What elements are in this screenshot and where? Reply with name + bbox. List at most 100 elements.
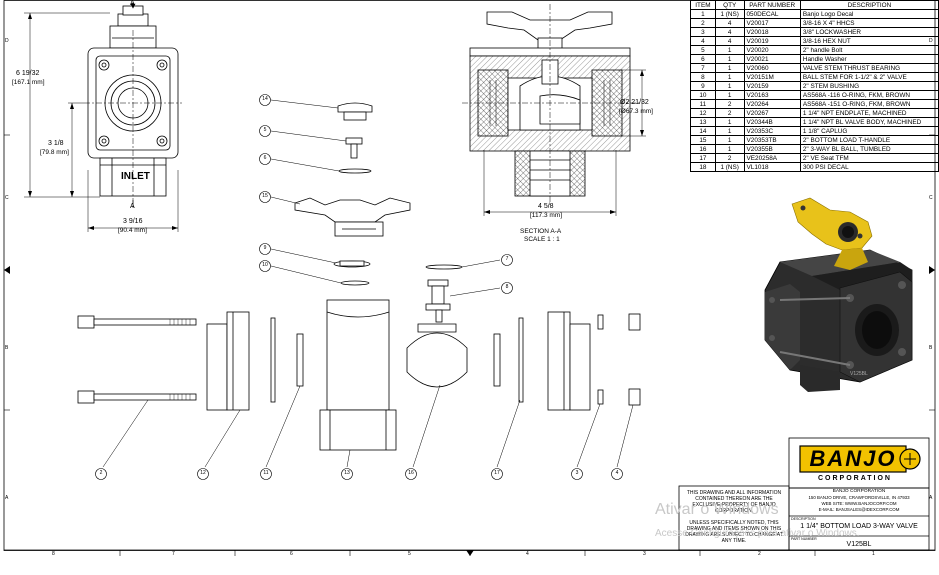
- section-marker-bottom: A: [130, 203, 135, 210]
- section-marker-top: A: [130, 0, 135, 7]
- balloon-16: 16: [408, 470, 414, 476]
- bom-cell-item: 4: [690, 36, 716, 46]
- bom-cell-item: 3: [690, 27, 716, 37]
- bom-cell-qty: 1: [714, 81, 745, 91]
- balloon-5: 5: [263, 127, 267, 133]
- border-letter-left-c: C: [5, 195, 9, 201]
- front-height-dim-mm: [167.1 mm]: [12, 79, 45, 86]
- bom-cell-description: BALL STEM FOR 1-1/2" & 2" VALVE: [799, 72, 939, 82]
- bom-cell-part-number: V20017: [743, 18, 801, 28]
- bom-cell-description: Handle Washer: [799, 54, 939, 64]
- part-number-label: PART NUMBER: [791, 537, 817, 541]
- bom-cell-part-number: VL1018: [743, 162, 801, 172]
- change-notice: UNLESS SPECIFICALLY NOTED, THIS DRAWING …: [685, 520, 783, 544]
- bom-cell-description: 3/8-16 X 4" HHCS: [799, 18, 939, 28]
- bom-cell-part-number: V20020: [743, 45, 801, 55]
- svg-text:V125BL: V125BL: [850, 371, 868, 377]
- bom-cell-description: 1 1/4" NPT BL VALVE BODY, MACHINED: [799, 117, 939, 127]
- border-letter-left-a: A: [5, 495, 9, 501]
- bom-cell-qty: 4: [714, 27, 745, 37]
- balloon-2: 2: [99, 470, 103, 476]
- bom-cell-item: 12: [690, 108, 716, 118]
- section-diameter-dim-mm: [Ø67.3 mm]: [619, 108, 653, 115]
- part-o-ring-116: [340, 280, 370, 286]
- bom-cell-item: 7: [690, 63, 716, 73]
- bom-cell-description: 3/8" LOCKWASHER: [799, 27, 939, 37]
- bom-cell-qty: 1: [714, 54, 745, 64]
- bom-cell-qty: 4: [714, 18, 745, 28]
- part-hhcs-bottom: [77, 390, 95, 404]
- bom-header-qty: QTY: [714, 0, 745, 10]
- section-scale: SCALE 1 : 1: [524, 236, 560, 243]
- front-inlet-dim: 3 1/8: [48, 140, 64, 147]
- bom-header-item: ITEM: [690, 0, 716, 10]
- section-width-dim: 4 5/8: [538, 203, 554, 210]
- bom-cell-item: 17: [690, 153, 716, 163]
- bom-cell-qty: 2: [714, 108, 745, 118]
- balloon-13: 13: [344, 470, 350, 476]
- border-number-2: 2: [758, 551, 761, 557]
- part-o-ring-151-left: [270, 317, 276, 403]
- bom-cell-item: 9: [690, 81, 716, 91]
- center-mark-bottom: [466, 550, 474, 556]
- section-view: [462, 4, 640, 205]
- bom-cell-description: 2" BOTTOM LOAD T-HANDLE: [799, 135, 939, 145]
- drawing-description: 1 1/4" BOTTOM LOAD 3-WAY VALVE: [800, 523, 918, 530]
- part-t-handle: [294, 197, 411, 223]
- bom-header-part-number: PART NUMBER: [743, 0, 801, 10]
- bom-cell-qty: 1 (NS): [714, 162, 745, 172]
- bom-cell-part-number: V20344B: [743, 117, 801, 127]
- bom-cell-part-number: V20163: [743, 90, 801, 100]
- border-number-8: 8: [52, 551, 55, 557]
- part-caplug-stem: [343, 111, 367, 121]
- border-number-6: 6: [290, 551, 293, 557]
- center-mark-left: [4, 266, 10, 274]
- front-width-dim: 3 9/16: [123, 218, 143, 225]
- part-endplate-right: [547, 311, 571, 411]
- inlet-label: INLET: [121, 171, 150, 182]
- bom-cell-qty: 4: [714, 36, 745, 46]
- bom-cell-part-number: V20355B: [743, 144, 801, 154]
- border-letter-right-c: C: [929, 195, 933, 201]
- bom-cell-description: AS568A -116 O-RING, FKM, BROWN: [799, 90, 939, 100]
- front-view-dimensions: [24, 12, 179, 232]
- company-email: E-MAIL: BANJSALES@IDEXCORP.COM: [818, 507, 900, 512]
- part-hhcs-top: [77, 315, 95, 329]
- bom-cell-part-number: V20019: [743, 36, 801, 46]
- border-number-1: 1: [872, 551, 875, 557]
- bom-cell-description: AS568A -151 O-RING, FKM, BROWN: [799, 99, 939, 109]
- isometric-render: V125BL: [764, 197, 913, 392]
- bom-cell-part-number: V20264: [743, 99, 801, 109]
- bom-cell-description: 1 1/8" CAPLUG: [799, 126, 939, 136]
- bom-cell-qty: 1: [714, 126, 745, 136]
- company-address: 150 BANJO DRIVE, CRAWFORDSVILLE, IN 4793…: [808, 495, 910, 500]
- bom-cell-item: 14: [690, 126, 716, 136]
- balloon-15: 15: [262, 193, 268, 199]
- front-view: [84, 5, 182, 210]
- windows-activation-title: Ativar o Windows: [655, 501, 779, 518]
- part-o-ring-151-right: [518, 317, 524, 403]
- banjo-logo-text: BANJO: [809, 446, 897, 471]
- bom-cell-item: 18: [690, 162, 716, 172]
- section-title: SECTION A-A: [520, 228, 562, 235]
- bom-cell-part-number: V20353C: [743, 126, 801, 136]
- section-view-dimensions: [483, 69, 646, 216]
- bom-cell-description: 2" VE Seat TFM: [799, 153, 939, 163]
- bom-cell-description: Banjo Logo Decal: [799, 9, 939, 19]
- balloon-9: 9: [263, 245, 267, 251]
- balloon-3: 3: [575, 470, 579, 476]
- bom-cell-part-number: V20018: [743, 27, 801, 37]
- leader-lines: [102, 99, 634, 468]
- front-width-dim-mm: [90.4 mm]: [118, 227, 147, 234]
- balloon-10: 10: [262, 262, 268, 268]
